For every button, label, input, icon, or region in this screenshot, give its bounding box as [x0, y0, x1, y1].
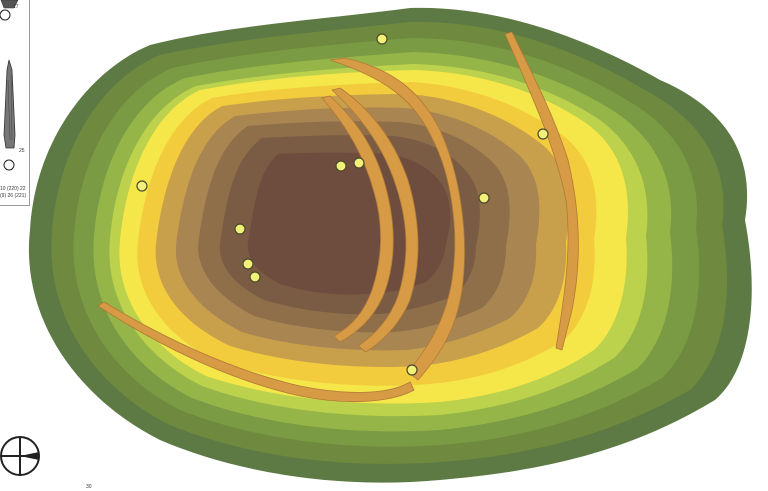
- survey-markers: [136, 33, 549, 376]
- survey-point[interactable]: [249, 271, 261, 283]
- legend-number-1: 17: [13, 4, 19, 10]
- legend-caption-line-2: (9) 26 (221): [0, 193, 27, 199]
- ridge-band-south-west: [97, 301, 415, 403]
- survey-point[interactable]: [376, 33, 388, 45]
- legend-artwork: [0, 0, 19, 171]
- survey-point[interactable]: [478, 192, 490, 204]
- bottom-label: 30: [86, 484, 92, 490]
- ridge-band-outer-east: [504, 31, 579, 351]
- survey-point[interactable]: [136, 180, 148, 192]
- survey-point[interactable]: [335, 160, 347, 172]
- survey-point[interactable]: [242, 258, 254, 270]
- legend-caption-line-1: 10 (220) 22: [0, 186, 26, 192]
- survey-point[interactable]: [406, 364, 418, 376]
- legend-number-2: 25: [19, 148, 25, 154]
- ridge-band-inner-1: [331, 87, 419, 353]
- north-arrow-icon: [0, 436, 40, 476]
- ridge-band-inner-2: [321, 95, 394, 343]
- small-pointed-artifact-icon: [0, 0, 19, 21]
- survey-point[interactable]: [234, 223, 246, 235]
- artifact-legend: 17 25 10 (220) 22 (9) 26 (221): [0, 0, 30, 206]
- survey-point[interactable]: [537, 128, 549, 140]
- contour-zone-12: [247, 152, 451, 295]
- survey-point[interactable]: [353, 157, 365, 169]
- ridge-band-middle: [329, 57, 465, 381]
- elongated-artifact-icon: [3, 59, 16, 171]
